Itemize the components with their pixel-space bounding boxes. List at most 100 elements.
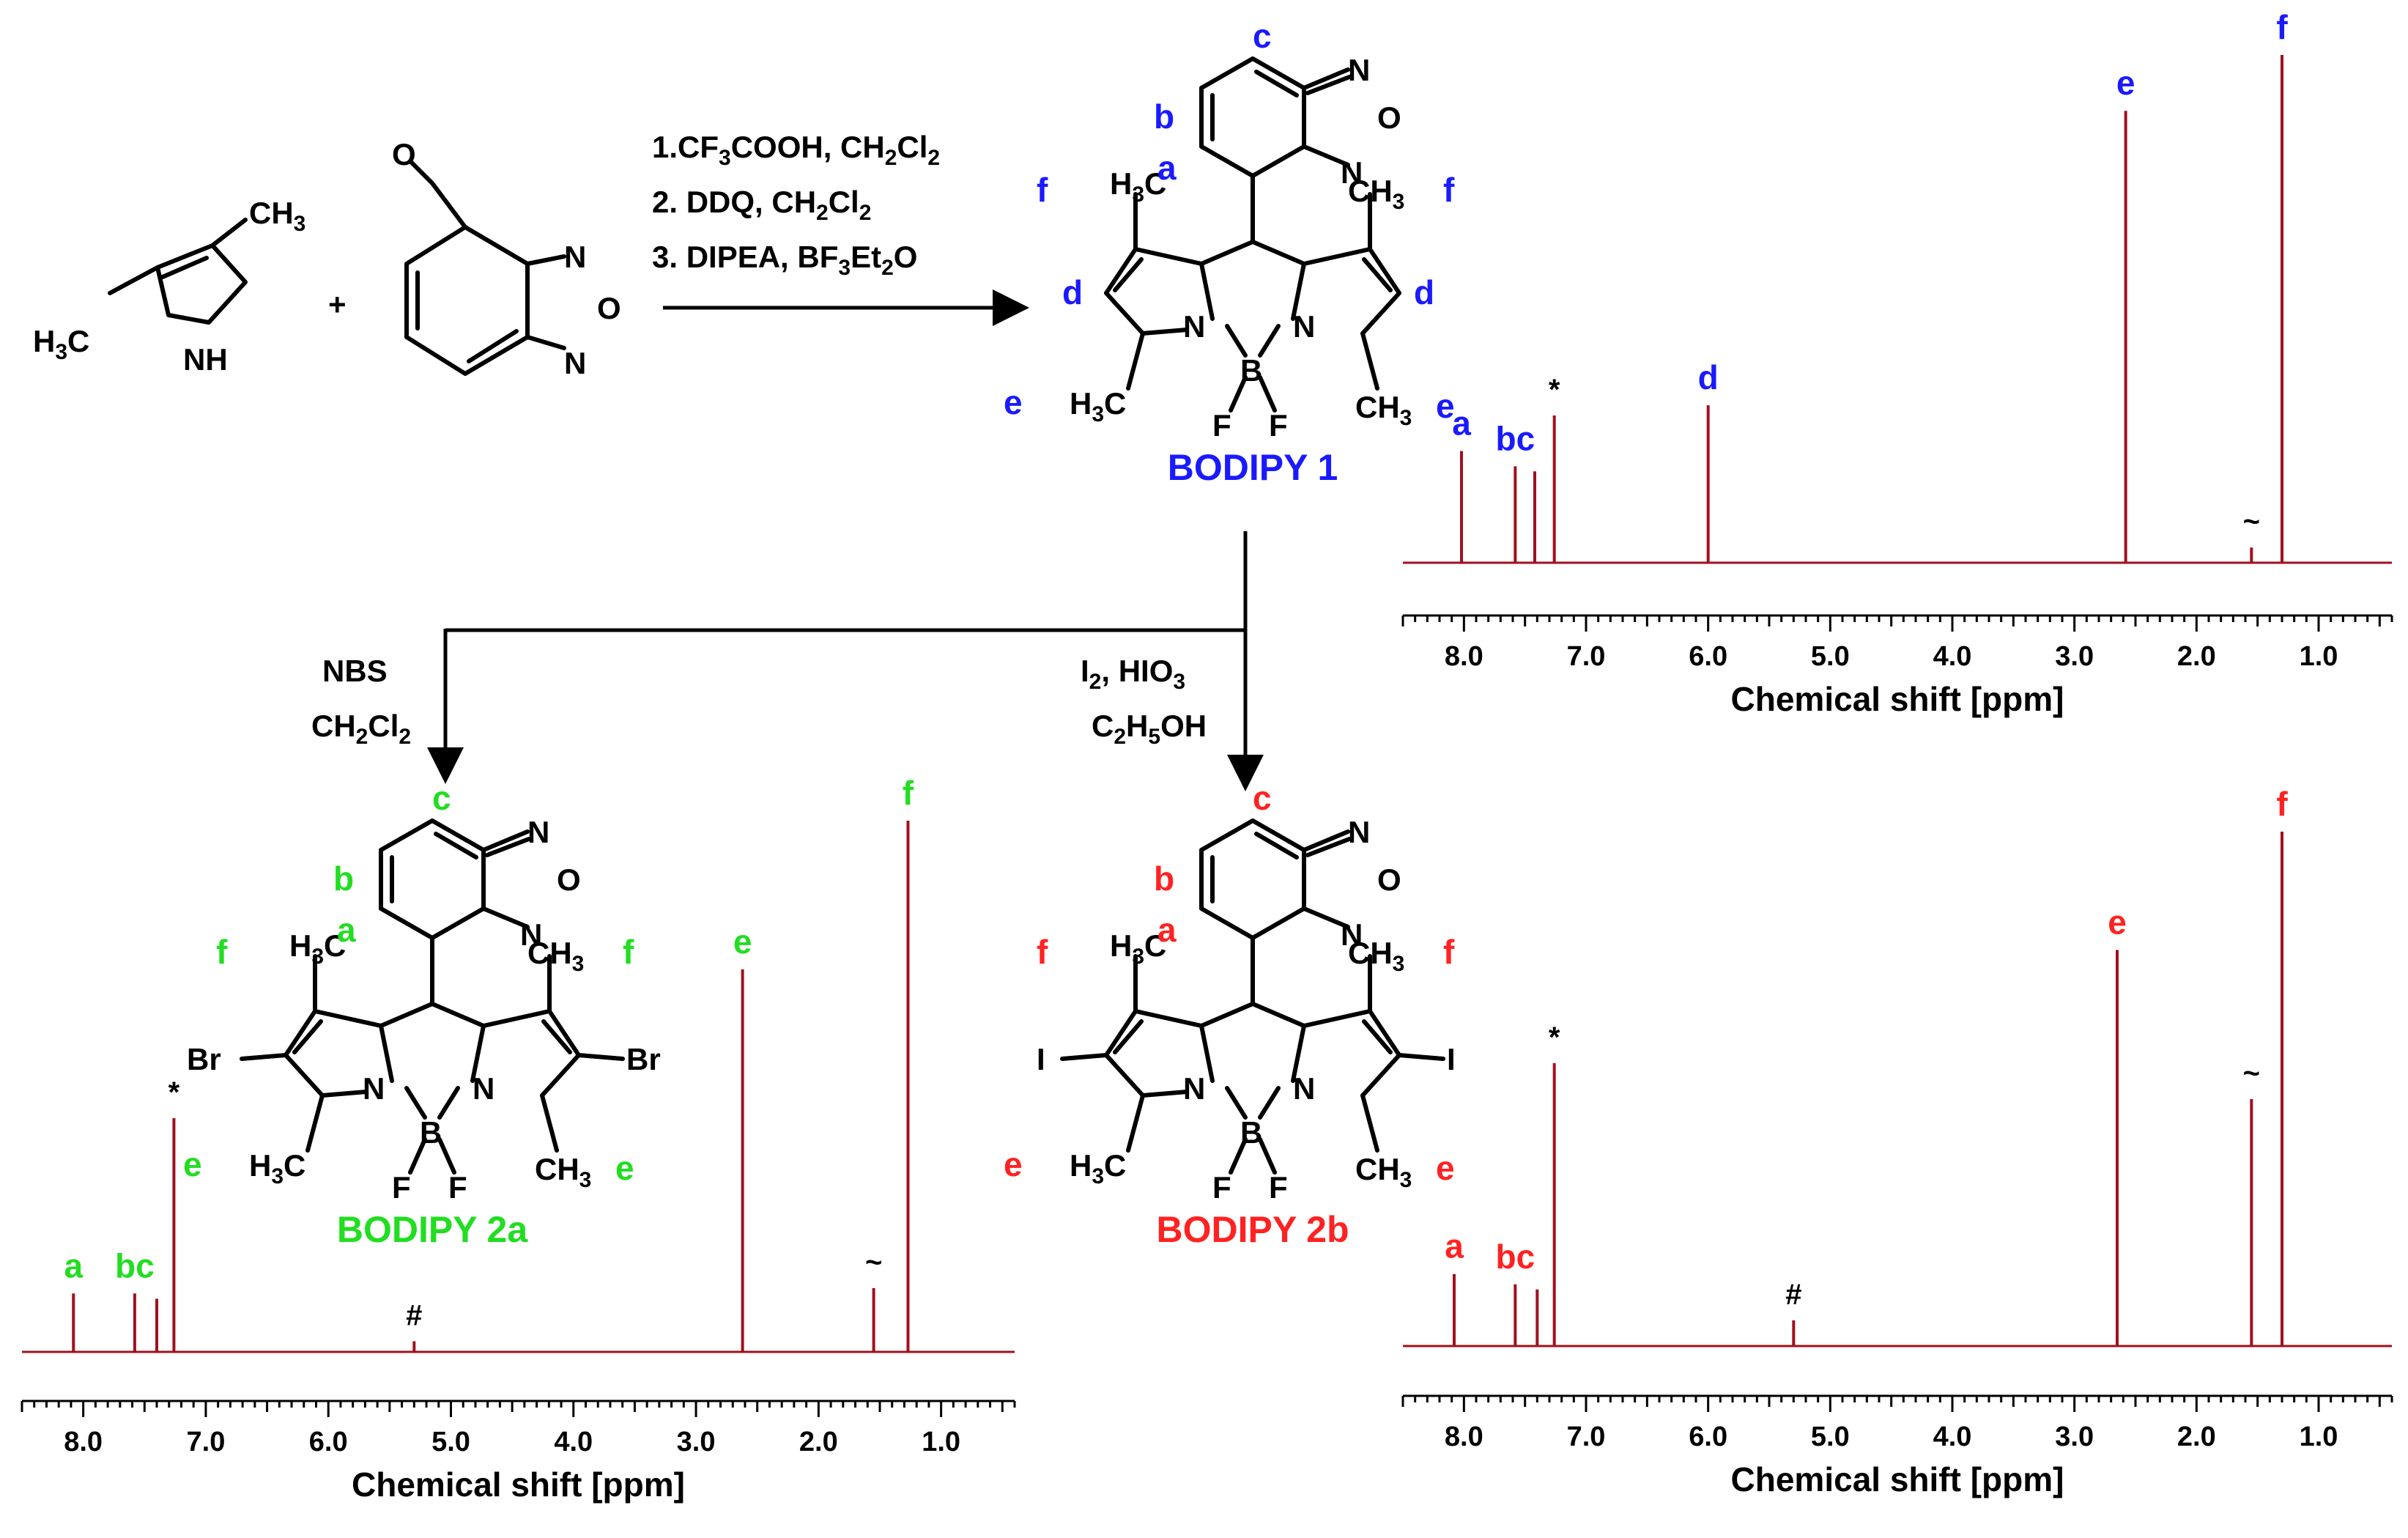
plus-sign: + <box>328 287 347 322</box>
peak-label: a <box>1452 404 1471 443</box>
subst-right-bond <box>1397 1053 1445 1061</box>
ch3-bottom-right: CH3 <box>1355 1152 1412 1192</box>
b-n-right-bond <box>1258 1086 1281 1120</box>
fluorine-right-label: F <box>1269 408 1288 443</box>
benzo-ring <box>1199 818 1306 940</box>
right-ring-bond-2 <box>547 1009 581 1057</box>
x-tick-label: 4.0 <box>1933 641 1972 672</box>
left-ring-bond-3 <box>1104 1053 1145 1098</box>
aldehyde-oxadiazole-bond-1 <box>525 254 566 266</box>
ch3-bottom-right: CH3 <box>535 1152 591 1192</box>
x-tick-label: 6.0 <box>1689 1421 1727 1452</box>
x-tick-label: 5.0 <box>431 1427 470 1457</box>
pyrrole-methyl-bond-2 <box>108 265 160 295</box>
right-ring-bond-2 <box>1368 1009 1401 1057</box>
boron-label: B <box>1240 1115 1262 1150</box>
aldehyde-cho-bond <box>430 181 467 229</box>
proton-label-f-left: f <box>216 933 228 971</box>
oxadiazole-double-bond <box>1305 837 1352 857</box>
aldehyde-oxadiazole-bond-2 <box>525 335 566 350</box>
right-ring-bond-1 <box>1302 247 1372 266</box>
oxadiazole-double-bond <box>485 837 531 857</box>
left-methyl-bond-2 <box>1126 331 1145 391</box>
peak-label: e <box>2108 903 2127 941</box>
x-axis-title: Chemical shift [ppm] <box>1731 680 2064 718</box>
subst-left-bond <box>1060 1053 1108 1061</box>
left-meso-bond <box>1199 240 1255 266</box>
n-right-label: N <box>1293 1071 1315 1106</box>
aldehyde-benzene-ring <box>404 225 530 376</box>
oxadiazole-bond-1 <box>1302 829 1350 852</box>
oxadiazole-n1-label: N <box>527 815 549 849</box>
b-f-left-bond <box>408 1137 427 1175</box>
left-ring-bond-1 <box>1133 247 1204 266</box>
right-methyl-bond-2 <box>1360 331 1379 391</box>
reaction-conditions-1: 1.CF3COOH, CH2Cl2 2. DDQ, CH2Cl2 3. DIPE… <box>652 130 1029 326</box>
oxadiazole-n1-label: N <box>1348 815 1370 849</box>
subst-right-bond <box>577 1053 625 1061</box>
fluorine-right-label: F <box>448 1170 467 1205</box>
proton-label-f-right: f <box>623 933 634 971</box>
h3c-top-left: H3C <box>1110 166 1166 207</box>
x-tick-label: 2.0 <box>2177 641 2216 672</box>
right-ring-bond-3 <box>540 1053 581 1098</box>
peak-label: a <box>64 1246 83 1284</box>
x-tick-label: 4.0 <box>1933 1421 1972 1452</box>
condition-step-2: 2. DDQ, CH2Cl2 <box>652 185 871 225</box>
peak-label: ~ <box>2243 1057 2260 1090</box>
right-ring-bond-4 <box>470 1024 486 1083</box>
left-ring-bond-1 <box>1133 1009 1204 1028</box>
proton-label-c: c <box>1253 17 1272 55</box>
aldehyde-co-bond <box>408 159 434 185</box>
left-ring-bond-4 <box>1199 1024 1215 1083</box>
left-ring-bond-5 <box>1141 328 1189 336</box>
benzo-ring <box>1199 56 1306 178</box>
substituent-right: I <box>1447 1042 1456 1076</box>
peak-label: bc <box>1495 419 1535 457</box>
proton-label-a: a <box>1157 911 1177 949</box>
b-f-right-bond <box>1258 1137 1277 1175</box>
right-meso-bond <box>1251 240 1306 266</box>
left-meso-bond <box>379 1002 434 1028</box>
x-tick-label: 8.0 <box>1445 641 1483 672</box>
left-ring-double <box>1113 257 1144 292</box>
oxadiazole-bond-2 <box>481 906 530 929</box>
nbs-label: NBS <box>322 654 388 688</box>
proton-label-f-right: f <box>1443 171 1455 209</box>
b-n-left-bond <box>404 1086 427 1120</box>
boron-label: B <box>1240 353 1262 388</box>
x-axis-title: Chemical shift [ppm] <box>1731 1460 2064 1498</box>
benzo-double-bond-2 <box>1254 70 1299 97</box>
branch-arrows: NBS CH2Cl2 I2, HIO3 C2H5OH <box>311 531 1264 791</box>
left-ring-double <box>1113 1019 1144 1054</box>
ch3-top-right: CH3 <box>1348 174 1404 214</box>
proton-label-b: b <box>1154 97 1174 136</box>
x-tick-label: 3.0 <box>2055 641 2094 672</box>
proton-label-a: a <box>1157 149 1177 187</box>
n-left-label: N <box>1183 309 1205 344</box>
oxadiazole-n1-label: N <box>1348 53 1370 87</box>
peak-label: * <box>1549 374 1560 406</box>
boron-label: B <box>420 1115 442 1150</box>
b-n-right-bond <box>437 1086 460 1120</box>
peak-label: a <box>1445 1227 1464 1265</box>
h3c-bottom-left: H3C <box>1070 386 1126 426</box>
oxadiazole-o-label: O <box>557 862 581 897</box>
x-tick-label: 6.0 <box>1689 641 1727 672</box>
peak-label: f <box>2276 785 2288 823</box>
pyrrole-methyl-bond <box>210 218 248 248</box>
condition-step-1: 1.CF3COOH, CH2Cl2 <box>652 130 940 170</box>
x-tick-label: 1.0 <box>2300 1421 2338 1452</box>
left-ring-bond-1 <box>313 1009 383 1028</box>
proton-label-c: c <box>432 779 451 817</box>
ch3-top-right: CH3 <box>1348 936 1404 976</box>
substituent-right: Br <box>626 1042 661 1076</box>
left-ring-bond-3 <box>1104 291 1145 336</box>
x-tick-label: 7.0 <box>1567 641 1606 672</box>
peak-label: * <box>1549 1021 1560 1054</box>
b-n-left-bond <box>1225 324 1248 358</box>
left-ring-bond-5 <box>320 1090 368 1098</box>
